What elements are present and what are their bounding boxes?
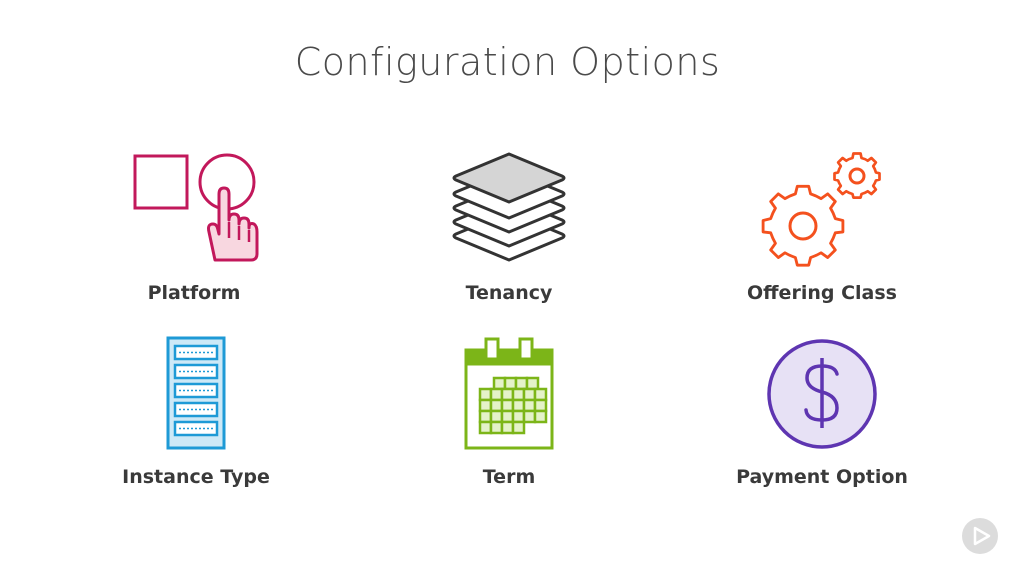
dollar-coin-icon: [767, 339, 877, 449]
play-icon: [973, 526, 991, 546]
tenancy-layers-icon: [452, 152, 566, 262]
option-tenancy: Tenancy: [389, 150, 629, 310]
server-rack-icon: [166, 336, 226, 450]
option-label: Term: [482, 466, 536, 488]
platform-icon: [133, 153, 259, 262]
option-offering-class: Offering Class: [702, 150, 942, 310]
calendar-icon: [464, 337, 554, 450]
play-badge-button[interactable]: [962, 518, 998, 554]
option-instance-type: Instance Type: [76, 336, 316, 496]
option-term: Term: [389, 336, 629, 496]
option-platform: Platform: [74, 150, 314, 310]
option-label: Instance Type: [122, 466, 270, 488]
slide-title: Configuration Options: [294, 40, 721, 84]
gears-icon: [761, 152, 881, 267]
option-payment-option: Payment Option: [702, 336, 942, 496]
option-label: Payment Option: [736, 466, 908, 488]
option-label: Offering Class: [747, 282, 897, 304]
option-label: Platform: [147, 282, 241, 304]
option-label: Tenancy: [465, 282, 553, 304]
